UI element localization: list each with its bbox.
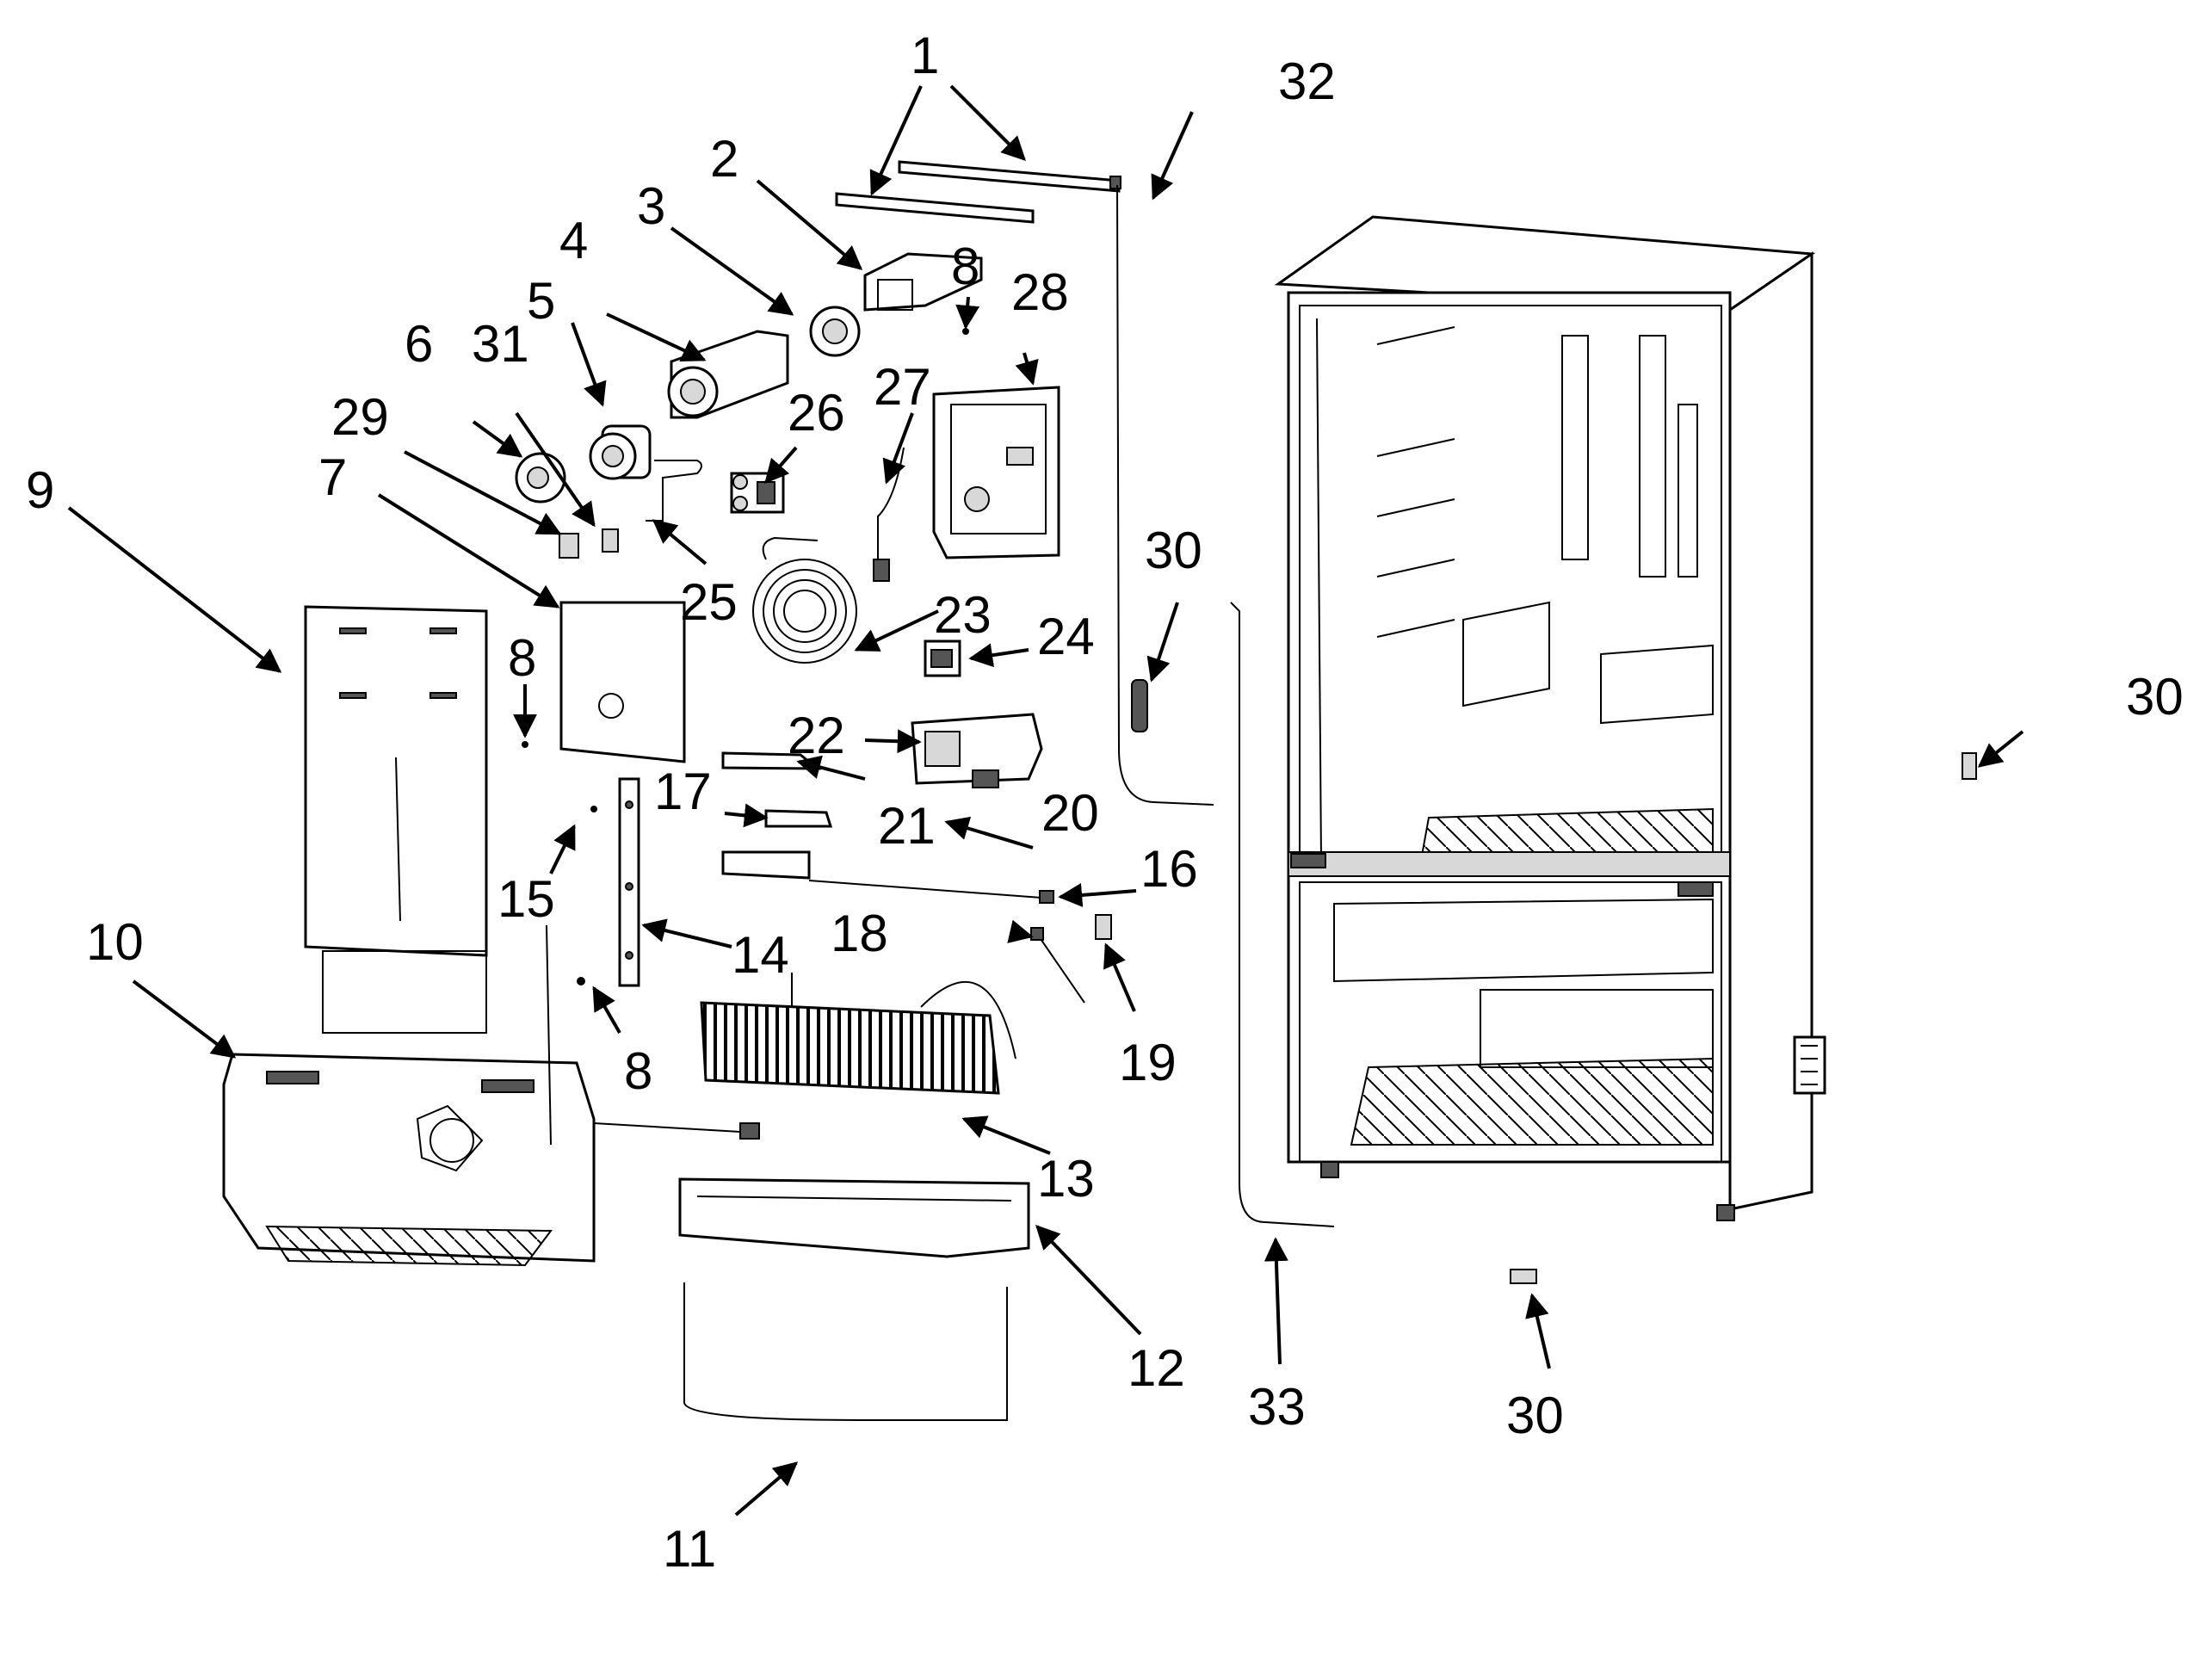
part-32-tube [1116, 184, 1214, 806]
part-30-sensor-c [1510, 1269, 1537, 1284]
callout-32: 32 [1278, 53, 1336, 110]
part-7-cover-plate [559, 601, 686, 763]
callout-5: 5 [527, 272, 555, 330]
callout-30-mid: 30 [1145, 522, 1202, 579]
callout-15: 15 [497, 870, 555, 928]
callout-24: 24 [1037, 608, 1095, 665]
part-11-heater [683, 1282, 1008, 1421]
callout-30-bottom: 30 [1506, 1387, 1564, 1444]
callout-13: 13 [1037, 1150, 1095, 1208]
callout-12: 12 [1128, 1339, 1185, 1397]
callout-8-top: 8 [951, 238, 979, 295]
callout-8-mid: 8 [508, 629, 536, 687]
part-4-duct-tube [667, 330, 789, 419]
callout-16: 16 [1140, 840, 1198, 898]
part-24-clip [924, 639, 961, 677]
part-8-screw-low [577, 977, 585, 985]
part-5-cylinder [589, 424, 652, 480]
part-22-fan-assembly [911, 713, 1043, 788]
part-20-tube [721, 850, 1042, 899]
part-14-bar [618, 777, 640, 987]
part-9-evaporator-cover [304, 605, 488, 1034]
part-10-fan-bracket [222, 1053, 760, 1267]
callout-3: 3 [637, 177, 665, 235]
leader-arrows [67, 84, 2024, 1517]
part-12-drain-pan [678, 1177, 1030, 1258]
part-8-screw-top [962, 328, 969, 335]
callout-14: 14 [732, 926, 789, 984]
part-28-control-box [932, 386, 1060, 559]
part-15-pin [546, 806, 597, 1146]
callout-20: 20 [1041, 784, 1099, 842]
callout-25: 25 [680, 573, 738, 631]
refrigerator-cabinet [1274, 215, 1826, 1221]
callout-19: 19 [1119, 1034, 1177, 1091]
callout-18: 18 [831, 905, 888, 962]
part-30-sensor-a [1131, 679, 1148, 732]
callout-9: 9 [26, 461, 54, 519]
callout-23: 23 [934, 586, 992, 644]
callout-33: 33 [1248, 1378, 1306, 1436]
callout-2: 2 [710, 130, 738, 188]
callout-30-right: 30 [2126, 668, 2184, 726]
part-26-valve [730, 472, 785, 514]
part-18-probe [1030, 927, 1085, 1004]
part-33-tube [1230, 602, 1335, 1227]
callout-11: 11 [663, 1520, 716, 1578]
part-19-connector [1095, 914, 1112, 940]
part-29-clip [559, 533, 579, 559]
callout-labels: 1 2 3 4 5 6 31 29 7 9 8 28 26 27 25 23 2… [26, 27, 2184, 1578]
callout-10: 10 [86, 913, 144, 971]
callout-1: 1 [911, 27, 939, 84]
callout-7: 7 [318, 448, 347, 506]
callout-28: 28 [1011, 263, 1069, 321]
part-2-housing [863, 252, 983, 312]
part-23-coil-tube [752, 536, 857, 664]
part-16-plug [1039, 890, 1054, 904]
part-6-knob [515, 452, 566, 504]
part-13-evaporator [700, 973, 1016, 1095]
callout-26: 26 [788, 384, 845, 442]
part-30-sensor-b [1962, 752, 1977, 780]
part-31-clip [602, 528, 619, 553]
callout-17: 17 [654, 763, 712, 820]
part-25-tube [646, 460, 702, 522]
callout-6: 6 [405, 315, 433, 373]
part-27-harness [873, 447, 905, 582]
callout-27: 27 [874, 358, 931, 416]
callout-21: 21 [878, 797, 936, 855]
callout-31: 31 [472, 315, 529, 373]
part-8-screw-mid [522, 741, 528, 748]
callout-22: 22 [788, 707, 845, 764]
callout-4: 4 [559, 212, 588, 269]
callout-8-low: 8 [624, 1042, 652, 1100]
part-1-top-rails [835, 160, 1121, 224]
part-3-fan-motor [809, 306, 861, 357]
callout-29: 29 [331, 388, 389, 446]
part-17-block [764, 809, 833, 828]
